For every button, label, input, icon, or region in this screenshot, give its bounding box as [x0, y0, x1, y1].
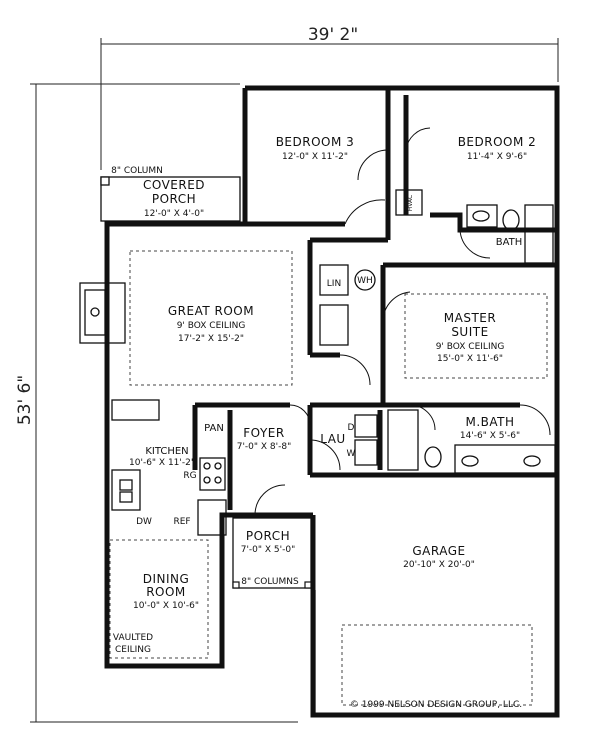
hvac-label: HVAC [407, 195, 414, 211]
overall-width-label: 39' 2" [308, 25, 358, 45]
porch-columns-note: 8" COLUMNS [241, 577, 299, 587]
dishwasher-label: DW [136, 517, 152, 527]
great-room-ceiling: 9' BOX CEILING [177, 321, 246, 331]
bedroom2-name: BEDROOM 2 [458, 135, 537, 149]
bedroom3-size: 12'-0" X 11'-2" [282, 152, 348, 162]
covered-porch-size: 12'-0" X 4'-0" [144, 209, 204, 219]
refrigerator-label: REF [173, 517, 190, 527]
bedroom3-name: BEDROOM 3 [276, 135, 355, 149]
copyright-notice: © 1999 NELSON DESIGN GROUP, LLC. [350, 700, 522, 710]
dining-room-size: 10'-0" X 10'-6" [133, 601, 199, 611]
foyer-size: 7'-0" X 8'-8" [237, 442, 292, 452]
kitchen-size: 10'-6" X 11'-2" [129, 458, 195, 468]
exterior-walls [104, 85, 560, 718]
overall-depth-label: 53' 6" [15, 375, 35, 425]
great-room-name: GREAT ROOM [168, 304, 254, 318]
range-label: RG [183, 471, 196, 481]
bath-name: BATH [496, 237, 523, 248]
master-suite-ceiling: 9' BOX CEILING [436, 342, 505, 352]
laundry-name: LAU [320, 432, 345, 446]
linen-label: LIN [327, 279, 341, 289]
covered-porch-name-2: PORCH [152, 192, 196, 206]
interior-walls [192, 88, 557, 590]
master-suite-size: 15'-0" X 11'-6" [437, 354, 503, 364]
covered-porch-column-note: 8" COLUMN [111, 166, 163, 176]
bedroom2-size: 11'-4" X 9'-6" [467, 152, 527, 162]
master-bath-name: M.BATH [465, 415, 514, 429]
master-suite-name-2: SUITE [451, 325, 488, 339]
master-bath-size: 14'-6" X 5'-6" [460, 431, 520, 441]
foyer-name: FOYER [243, 426, 284, 440]
master-suite-name-1: MASTER [444, 311, 496, 325]
water-heater-label: WH [357, 276, 373, 286]
washer-label: W [347, 449, 356, 459]
dining-room-name-2: ROOM [146, 585, 186, 599]
garage-name: GARAGE [412, 544, 465, 558]
porch-name: PORCH [246, 529, 290, 543]
great-room-size: 17'-2" X 15'-2" [178, 334, 244, 344]
dining-room-name-1: DINING [143, 572, 190, 586]
garage-size: 20'-10" X 20'-0" [403, 560, 475, 570]
kitchen-name: KITCHEN [145, 446, 188, 457]
dryer-label: D [348, 423, 355, 433]
pantry-label: PAN [204, 423, 224, 434]
porch-size: 7'-0" X 5'-0" [241, 545, 296, 555]
dining-room-ceiling-1: VAULTED [113, 633, 153, 643]
covered-porch-name-1: COVERED [143, 178, 205, 192]
dimension-lines [30, 38, 559, 723]
dining-room-ceiling-2: CEILING [115, 645, 151, 655]
